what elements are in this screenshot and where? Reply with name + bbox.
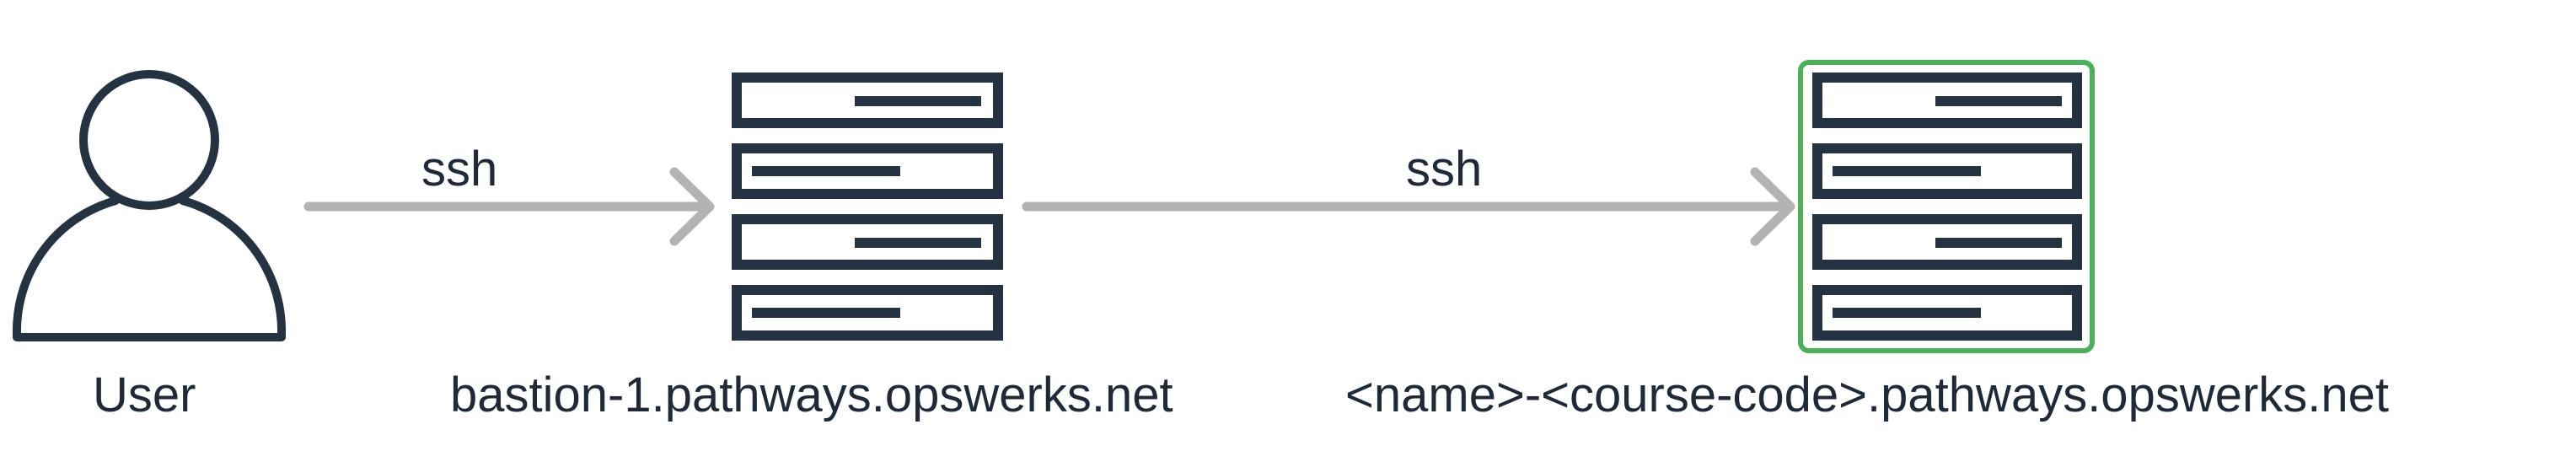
- edge-label-user-bastion: ssh: [421, 142, 498, 196]
- arrow-user-to-bastion: [303, 167, 715, 246]
- edge-label-bastion-target: ssh: [1406, 142, 1483, 196]
- target-server-icon: [1798, 60, 2095, 353]
- node-label-user: User: [93, 368, 196, 422]
- user-head: [79, 70, 219, 210]
- node-label-bastion: bastion-1.pathways.opswerks.net: [450, 368, 1173, 422]
- bastion-server-icon: [732, 73, 1003, 341]
- target-highlight-border: [1798, 60, 2095, 353]
- user-body: [13, 196, 286, 341]
- user-icon: [13, 70, 286, 341]
- arrow-bastion-to-target: [1022, 167, 1795, 246]
- node-label-target: <name>-<course-code>.pathways.opswerks.n…: [1345, 368, 2390, 422]
